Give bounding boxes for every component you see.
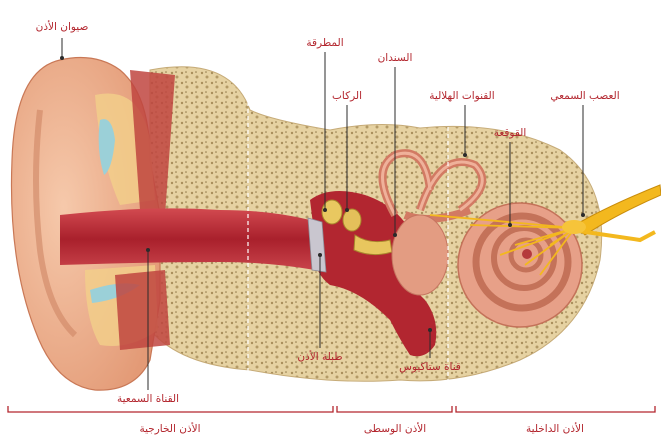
label-malleus: المطرقة xyxy=(306,37,343,49)
label-cochlea: القوقعة xyxy=(494,127,527,139)
ear-canal-shape xyxy=(60,208,315,270)
label-eustachian-tube: قناة ستاكيوس xyxy=(399,361,461,373)
label-eardrum: طبلة الأذن xyxy=(297,350,342,363)
incus-shape xyxy=(343,209,361,231)
middle-ear-brace xyxy=(337,406,452,412)
label-pinna: صيوان الأذن xyxy=(36,20,89,33)
section-inner-ear: الأذن الداخلية xyxy=(526,422,584,435)
inner-ear-brace xyxy=(456,406,655,412)
vestibule-shape xyxy=(392,215,448,295)
outer-ear-brace xyxy=(8,406,333,412)
cochlea-shape xyxy=(458,203,582,327)
label-incus: السندان xyxy=(378,52,413,64)
label-ear-canal: القناة السمعية xyxy=(117,393,179,405)
label-semicircular-canals: القنوات الهلالية xyxy=(429,90,494,102)
label-stapes: الركاب xyxy=(332,90,362,102)
muscle-lower xyxy=(115,270,170,350)
label-auditory-nerve: العصب السمعي xyxy=(550,90,619,102)
section-middle-ear: الأذن الوسطى xyxy=(364,422,426,435)
section-outer-ear: الأذن الخارجية xyxy=(139,422,200,435)
